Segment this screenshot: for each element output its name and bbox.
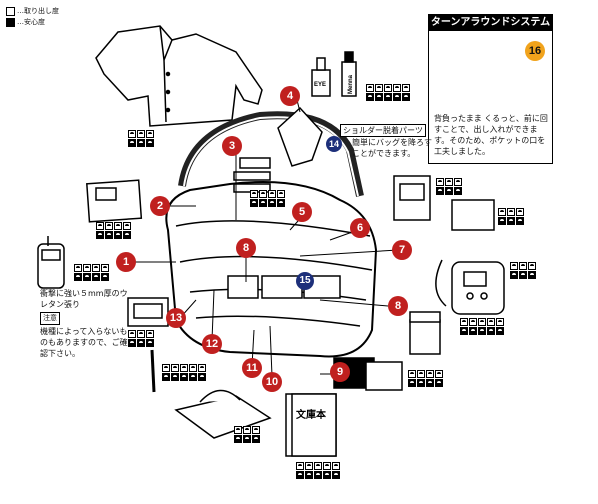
- pass-case-illustration: [394, 176, 430, 220]
- callout-7: 7: [392, 240, 412, 260]
- book-illustration: [286, 394, 336, 456]
- cosmetics-ratings: [366, 84, 410, 101]
- shoulder-text: 簡単にバッグを降ろすことができます。: [340, 137, 436, 159]
- light-box-icon: [6, 7, 15, 16]
- cushion-text: 衝撃に強い５mm厚のウレタン張り: [40, 288, 130, 310]
- memory-card-ratings: [128, 330, 154, 347]
- card-wallet-illustration: [87, 180, 142, 222]
- pen-illustration: [152, 350, 154, 392]
- note-tag: 注意: [40, 312, 60, 325]
- dark-box-icon: [6, 18, 15, 27]
- shoulder-title: ショルダー脱着パーツ: [340, 124, 426, 137]
- cardigan-illustration: [96, 26, 262, 126]
- book-ratings: [296, 462, 340, 479]
- small-items-ratings: [250, 190, 285, 207]
- tissue-ratings: [234, 426, 260, 443]
- callout-1: 1: [116, 252, 136, 272]
- legend: …取り出し度 …安心度: [6, 6, 59, 28]
- callout-6: 6: [350, 218, 370, 238]
- pass-case-ratings: [436, 178, 462, 195]
- card-wallet-ratings: [96, 222, 131, 239]
- note-block: 衝撃に強い５mm厚のウレタン張り 注意 機種によって入らないものもありますので、…: [40, 288, 130, 359]
- wallet-illustration: [452, 200, 494, 230]
- legend-row-safety: …安心度: [6, 17, 59, 28]
- callout-14: 14: [326, 136, 342, 152]
- legend-label-safety: …安心度: [17, 17, 45, 28]
- callout-12: 12: [202, 334, 222, 354]
- callout-11: 11: [242, 358, 262, 378]
- callout-15: 15: [296, 272, 314, 290]
- cardigan-ratings: [128, 130, 154, 147]
- cosmetic-label-menna: Menna: [348, 74, 354, 94]
- phone-ratings: [74, 264, 109, 281]
- pen-ratings: [162, 364, 206, 381]
- callout-13: 13: [166, 308, 186, 328]
- memory-card-illustration: [128, 298, 168, 326]
- turnaround-text: 背負ったまま くるっと、前に回すことで、出し入れができます。そのため、ポケットの…: [434, 113, 548, 157]
- callout-5: 5: [292, 202, 312, 222]
- wallet-ratings: [498, 208, 524, 225]
- small-items-illustration: [234, 158, 270, 192]
- callout-8-outer: 8: [388, 296, 408, 316]
- callout-3: 3: [222, 136, 242, 156]
- callout-2: 2: [150, 196, 170, 216]
- legend-row-retrieval: …取り出し度: [6, 6, 59, 17]
- shoulder-info: ショルダー脱着パーツ 簡単にバッグを降ろすことができます。: [340, 124, 436, 159]
- note-text: 機種によって入らないものもありますので、ご確認下さい。: [40, 326, 130, 359]
- cigarette-box-ratings: [460, 318, 504, 335]
- cigarette-box-illustration: [410, 312, 440, 354]
- callout-9: 9: [330, 362, 350, 382]
- music-player-ratings: [510, 262, 536, 279]
- turnaround-title: ターンアラウンドシステム: [429, 15, 552, 31]
- game-cards-ratings: [408, 370, 443, 387]
- legend-label-retrieval: …取り出し度: [17, 6, 59, 17]
- cosmetic-label-eye: EYE: [314, 82, 326, 88]
- book-title: 文庫本: [296, 408, 327, 421]
- music-player-illustration: [436, 260, 504, 314]
- turnaround-panel: ターンアラウンドシステム 16 背負ったまま くるっと、前に回すことで、出し入れ…: [428, 14, 553, 164]
- callout-10: 10: [262, 372, 282, 392]
- callout-8-inner: 8: [236, 238, 256, 258]
- callout-4: 4: [280, 86, 300, 106]
- callout-16: 16: [525, 41, 545, 61]
- phone-illustration: [38, 236, 64, 288]
